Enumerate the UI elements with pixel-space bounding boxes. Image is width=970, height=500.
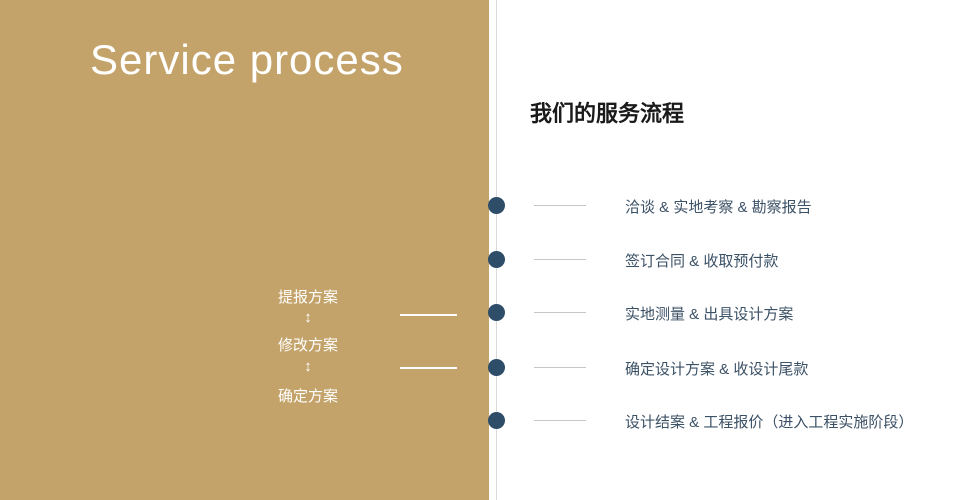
step-dash-line: [534, 259, 586, 260]
connector-line: [400, 367, 457, 369]
vertical-divider-line: [496, 0, 497, 500]
step-label: 实地测量 & 出具设计方案: [625, 306, 794, 323]
section-heading: 我们的服务流程: [530, 101, 685, 126]
step-label: 洽谈 & 实地考察 & 勘察报告: [625, 199, 812, 216]
step-label: 设计结案 & 工程报价（进入工程实施阶段）: [625, 414, 914, 431]
step-dot: [488, 412, 505, 429]
step-dash-line: [534, 205, 586, 206]
step-dot: [488, 251, 505, 268]
step-dash-line: [534, 420, 586, 421]
step-dash-line: [534, 367, 586, 368]
double-arrow-icon: ↕: [304, 309, 312, 326]
double-arrow-icon: ↕: [304, 358, 312, 375]
flow-step-label: 确定方案: [277, 388, 338, 405]
step-dash-line: [534, 312, 586, 313]
flow-step-label: 修改方案: [277, 337, 338, 354]
step-dot: [488, 197, 505, 214]
step-label: 确定设计方案 & 收设计尾款: [625, 361, 809, 378]
connector-line: [400, 314, 457, 316]
step-dot: [488, 359, 505, 376]
step-label: 签订合同 & 收取预付款: [625, 253, 779, 270]
slide-title: Service process: [90, 36, 404, 83]
gold-left-panel: [0, 0, 489, 500]
step-dot: [488, 304, 505, 321]
flow-step-label: 提报方案: [277, 289, 338, 306]
